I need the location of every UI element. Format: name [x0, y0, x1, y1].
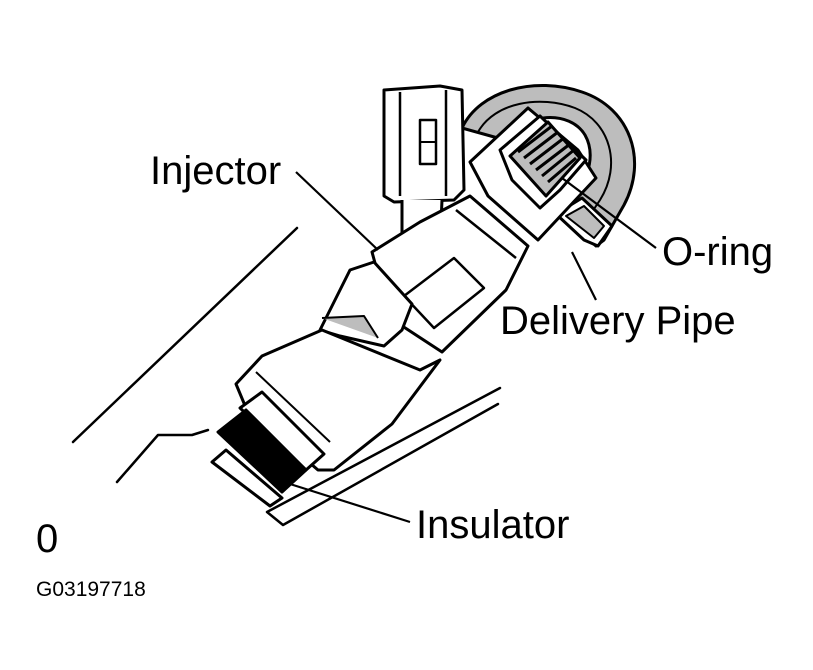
- delivery-pipe-leader: [571, 251, 597, 301]
- o-ring-label: O-ring: [662, 230, 773, 274]
- leader-lines: [289, 171, 657, 524]
- delivery-pipe: [460, 84, 637, 248]
- insulator-label: Insulator: [416, 503, 569, 547]
- electrical-connector: [382, 84, 466, 252]
- delivery-pipe-label: Delivery Pipe: [500, 299, 736, 343]
- figure-code: G03197718: [36, 578, 146, 601]
- insulator-leader: [289, 482, 411, 524]
- injector-label: Injector: [150, 149, 281, 193]
- injector-body: [234, 194, 530, 472]
- insulator: [210, 408, 308, 508]
- cylinder-head-outline: [71, 226, 502, 527]
- injector-leader: [295, 171, 379, 251]
- o-ring-leader: [561, 177, 657, 249]
- o-ring-seat: [468, 106, 598, 242]
- corner-mark: 0: [36, 517, 58, 561]
